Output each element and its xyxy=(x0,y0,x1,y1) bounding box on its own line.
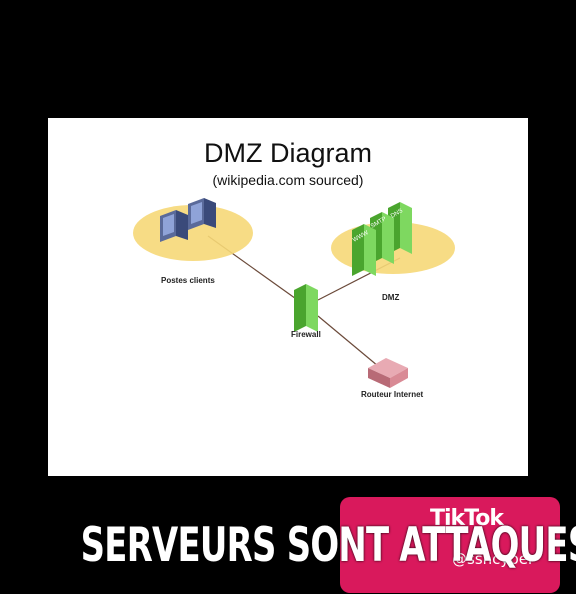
server-dns-label: DNS xyxy=(390,208,404,220)
dmz-label: DMZ xyxy=(382,293,400,302)
tiktok-handle: @ssncyber xyxy=(452,550,535,568)
router-device xyxy=(368,358,408,388)
client-computer-1 xyxy=(160,210,188,242)
tiktok-badge xyxy=(340,497,560,593)
client-computer-2 xyxy=(188,198,216,230)
router-label: Routeur Internet xyxy=(361,390,424,399)
video-caption: SERVEURS SONT ATTAQUES xyxy=(80,518,576,573)
page-title: DMZ Diagram xyxy=(203,138,372,168)
page-subtitle: (wikipedia.com sourced) xyxy=(212,172,364,188)
clients-label: Postes clients xyxy=(161,276,215,285)
server-www xyxy=(352,224,376,276)
firewall-server xyxy=(294,284,318,332)
diagram-slide: DNS SMTP WWW DMZ Diagram (wikipedia.com … xyxy=(48,118,528,476)
firewall-label: Firewall xyxy=(291,330,321,339)
dmz-diagram: DNS SMTP WWW xyxy=(133,198,455,388)
link-firewall-router xyxy=(317,315,379,367)
tiktok-logo: TikTok xyxy=(430,506,504,531)
